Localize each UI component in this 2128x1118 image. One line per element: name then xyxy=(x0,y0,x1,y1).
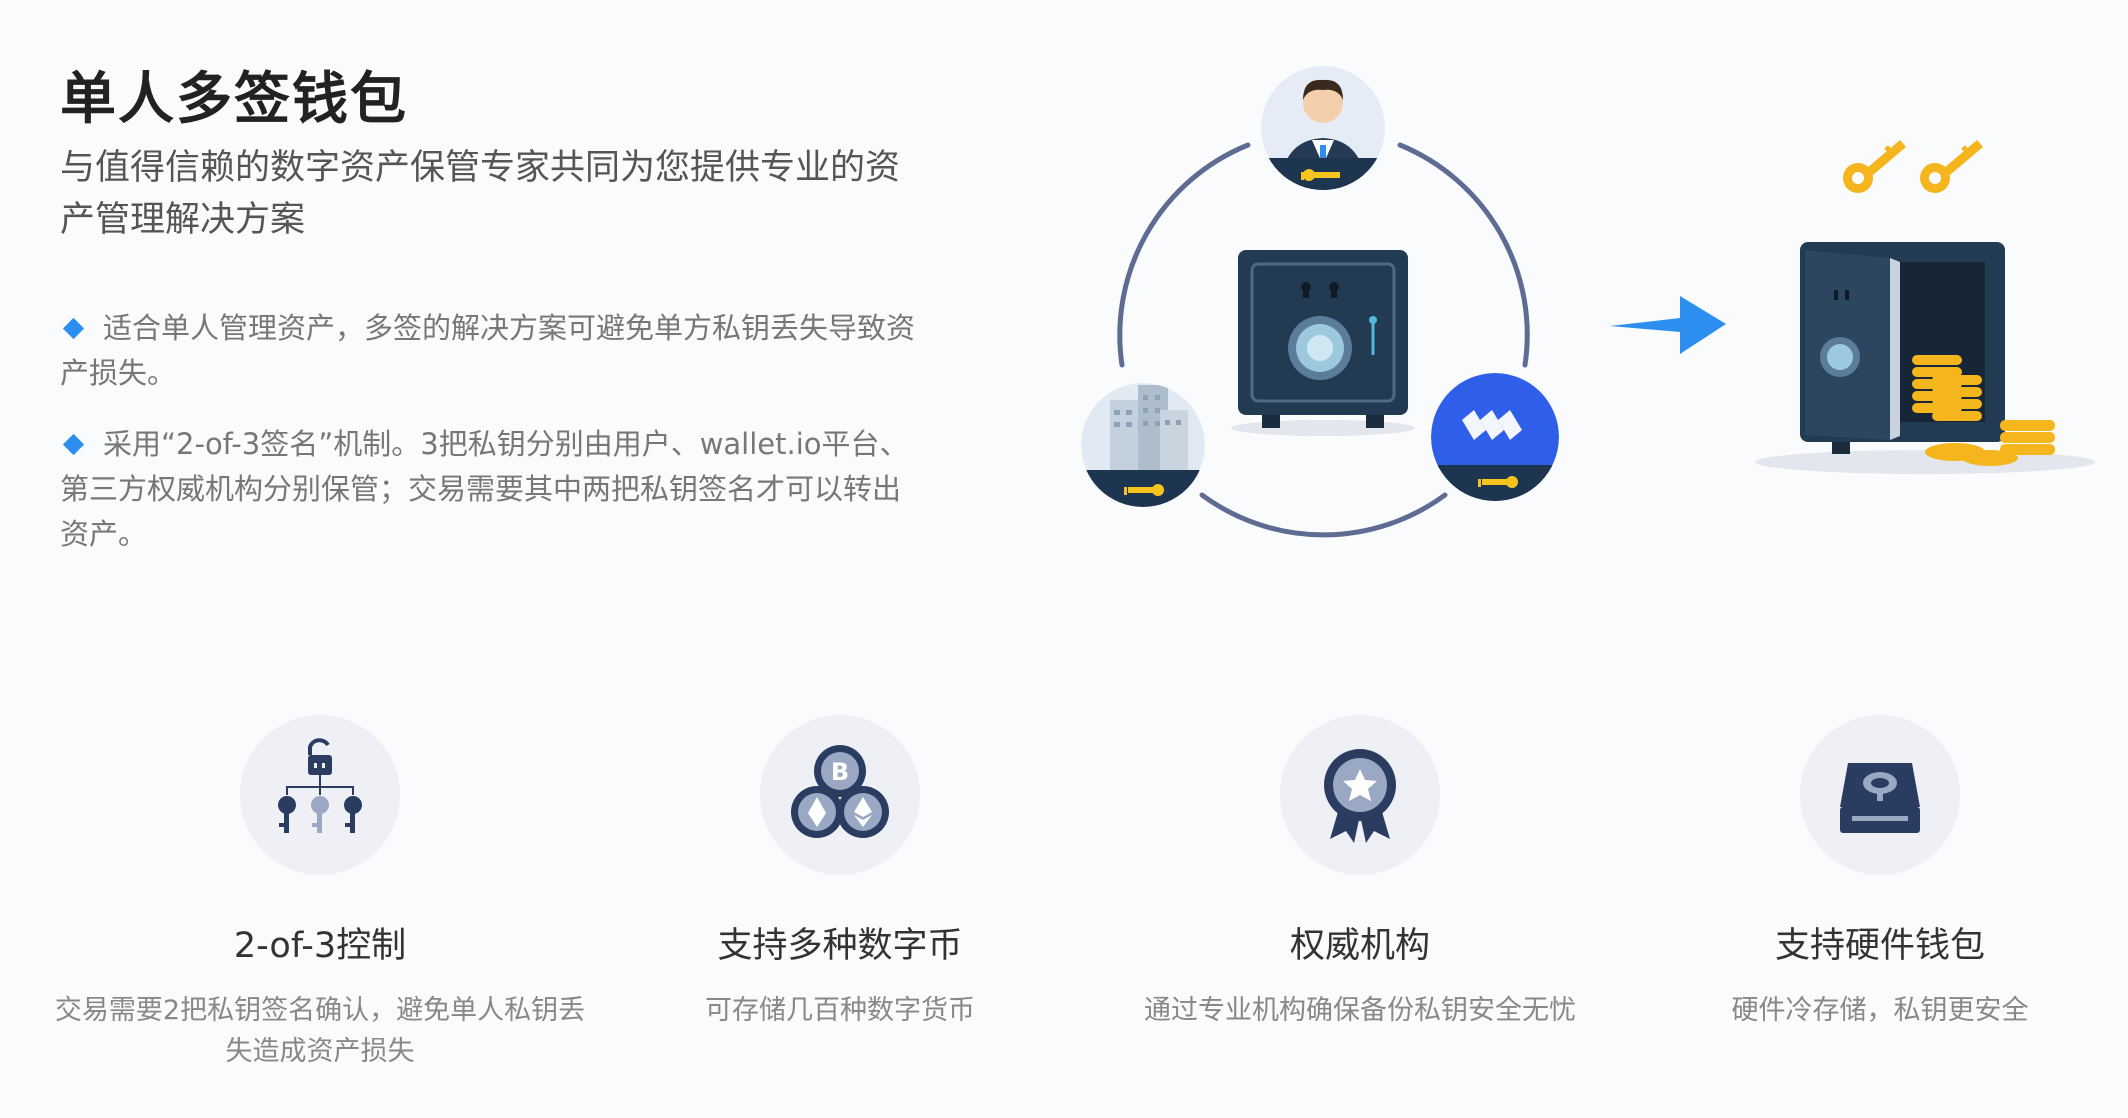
badge-icon xyxy=(1280,715,1440,875)
feature-description: 可存储几百种数字货币 xyxy=(705,995,975,1026)
open-safe-icon xyxy=(1755,242,2095,474)
feature-title: 支持硬件钱包 xyxy=(1774,926,1985,966)
safe-icon xyxy=(1231,250,1415,436)
features-row: 2-of-3控制 交易需要2把私钥签名确认，避免单人私钥丢失造成资产损失 B 支… xyxy=(0,715,2128,1075)
gold-keys-icon xyxy=(1843,140,1983,193)
feature-description: 硬件冷存储，私钥更安全 xyxy=(1731,995,2029,1026)
coins-icon: B xyxy=(760,715,920,875)
multisig-illustration xyxy=(1081,66,2095,538)
feature-card: 支持硬件钱包 硬件冷存储，私钥更安全 xyxy=(1600,715,2128,1031)
feature-bullet-list: 适合单人管理资产，多签的解决方案可避免单方私钥丢失导致资产损失。 采用“2-of… xyxy=(60,306,920,583)
bullet-item: 采用“2-of-3签名”机制。3把私钥分别由用户、wallet.io平台、第三方… xyxy=(60,422,920,557)
bullet-text: 适合单人管理资产，多签的解决方案可避免单方私钥丢失导致资产损失。 xyxy=(60,311,916,390)
feature-title: 权威机构 xyxy=(1289,926,1430,966)
feature-card: 权威机构 通过专业机构确保备份私钥安全无忧 xyxy=(1080,715,1640,1031)
svg-text:B: B xyxy=(831,758,849,786)
feature-description: 交易需要2把私钥签名确认，避免单人私钥丢失造成资产损失 xyxy=(54,995,586,1067)
feature-description: 通过专业机构确保备份私钥安全无忧 xyxy=(1144,995,1576,1026)
platform-logo-node xyxy=(1431,373,1559,501)
hardware-wallet-icon xyxy=(1800,715,1960,875)
feature-title: 支持多种数字币 xyxy=(717,926,963,966)
page-title: 单人多签钱包 xyxy=(60,67,408,132)
bullet-text: 采用“2-of-3签名”机制。3把私钥分别由用户、wallet.io平台、第三方… xyxy=(60,427,909,551)
bullet-item: 适合单人管理资产，多签的解决方案可避免单方私钥丢失导致资产损失。 xyxy=(60,306,920,396)
multisig-keys-icon xyxy=(240,715,400,875)
institution-node xyxy=(1081,383,1205,507)
user-avatar xyxy=(1261,66,1385,190)
arrow-right-icon xyxy=(1610,296,1726,354)
ring-connector xyxy=(1117,142,1530,538)
page-subtitle: 与值得信赖的数字资产保管专家共同为您提供专业的资产管理解决方案 xyxy=(60,148,901,240)
feature-card: B 支持多种数字币 可存储几百种数字货币 xyxy=(560,715,1120,1031)
feature-title: 2-of-3控制 xyxy=(233,926,407,966)
feature-card: 2-of-3控制 交易需要2把私钥签名确认，避免单人私钥丢失造成资产损失 xyxy=(40,715,600,1072)
